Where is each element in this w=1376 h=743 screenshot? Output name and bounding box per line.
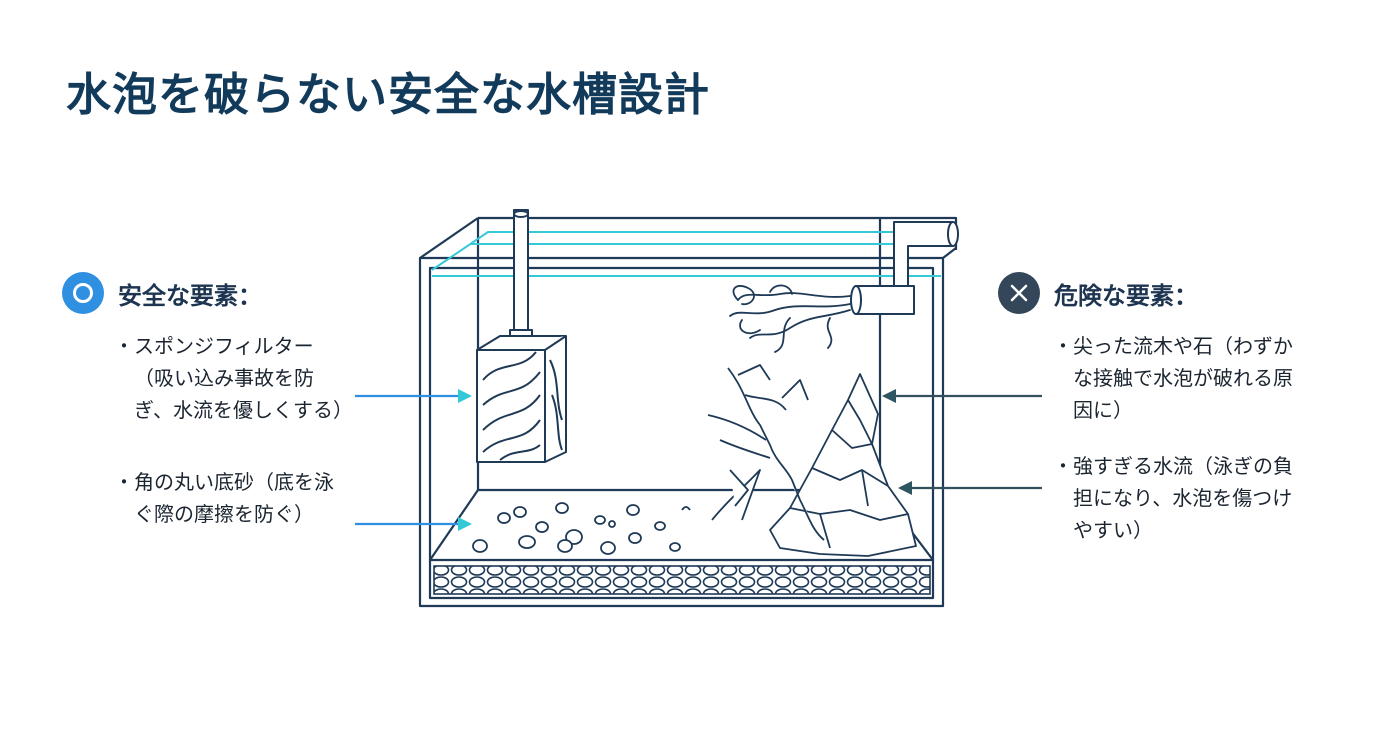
danger-arrows: [882, 389, 1042, 495]
bullet: ・: [1053, 334, 1073, 358]
outflow-pipe: [850, 221, 959, 315]
safe-elements-panel: 安全な要素： ・ スポンジフィルター（吸い込み事故を防ぎ、水流を優しくする） ・…: [62, 272, 362, 554]
danger-item-text: 尖った流木や石（わずかな接触で水泡が破れる原因に）: [1073, 334, 1293, 422]
circle-icon: [62, 272, 104, 314]
danger-item-strong-current: ・ 強すぎる水流（泳ぎの負担になり、水泡を傷つけやすい）: [1053, 450, 1293, 546]
water-line: [431, 231, 950, 277]
danger-item-sharp-driftwood: ・ 尖った流木や石（わずかな接触で水泡が破れる原因に）: [1053, 330, 1293, 426]
safe-arrows: [355, 389, 472, 531]
safe-elements-title: 安全な要素：: [118, 281, 262, 310]
safe-item-round-gravel: ・ 角の丸い底砂（底を泳ぐ際の摩擦を防ぐ）: [114, 466, 344, 530]
safe-item-text: スポンジフィルター（吸い込み事故を防ぎ、水流を優しくする）: [134, 334, 353, 422]
bullet: ・: [114, 334, 134, 358]
floor-pebbles: [472, 502, 691, 555]
danger-elements-header: 危険な要素：: [998, 272, 1298, 314]
gravel-substrate: [433, 565, 931, 595]
danger-elements-title: 危険な要素：: [1054, 281, 1198, 310]
danger-elements-panel: 危険な要素： ・ 尖った流木や石（わずかな接触で水泡が破れる原因に） ・ 強すぎ…: [998, 272, 1298, 570]
sharp-driftwood-rocks: [707, 364, 917, 557]
safe-item-sponge-filter: ・ スポンジフィルター（吸い込み事故を防ぎ、水流を優しくする）: [114, 330, 353, 426]
bullet: ・: [1053, 454, 1073, 478]
bullet: ・: [114, 470, 134, 494]
sponge-filter: [476, 209, 567, 463]
strong-current-swirl: [729, 284, 851, 353]
safe-elements-list: ・ スポンジフィルター（吸い込み事故を防ぎ、水流を優しくする） ・ 角の丸い底砂…: [62, 330, 353, 530]
danger-elements-list: ・ 尖った流木や石（わずかな接触で水泡が破れる原因に） ・ 強すぎる水流（泳ぎの…: [998, 330, 1293, 546]
danger-item-text: 強すぎる水流（泳ぎの負担になり、水泡を傷つけやすい）: [1073, 454, 1293, 542]
safe-item-text: 角の丸い底砂（底を泳ぐ際の摩擦を防ぐ）: [134, 470, 334, 526]
page-title: 水泡を破らない安全な水槽設計: [66, 68, 711, 121]
x-icon: [998, 272, 1040, 314]
safe-elements-header: 安全な要素：: [62, 272, 362, 314]
